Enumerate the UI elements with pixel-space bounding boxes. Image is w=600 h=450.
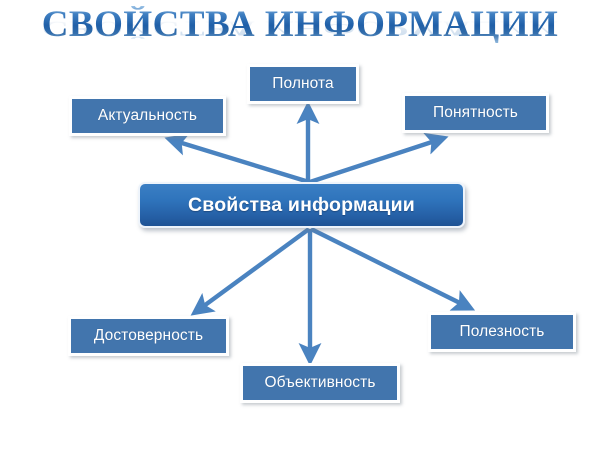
- arrow-hub-to-ponyatnost: [309, 132, 449, 185]
- arrow-hub-to-aktualnost: [164, 133, 310, 185]
- node-ponyatnost-label: Понятность: [433, 104, 518, 121]
- node-hub-svoystva-informacii[interactable]: Свойства информации: [138, 182, 465, 228]
- node-obektivnost[interactable]: Объективность: [240, 363, 400, 403]
- arrow-hub-to-dostovernost: [190, 227, 311, 316]
- node-hub-label: Свойства информации: [187, 193, 415, 216]
- arrow-hub-to-poleznost: [310, 227, 476, 311]
- node-poleznost[interactable]: Полезность: [428, 312, 576, 352]
- node-aktualnost-label: Актуальность: [97, 107, 198, 124]
- node-polnota-label: Полнота: [272, 75, 334, 92]
- node-obektivnost-label: Объективность: [264, 374, 376, 391]
- node-aktualnost[interactable]: Актуальность: [69, 96, 226, 136]
- node-dostovernost[interactable]: Достоверность: [68, 316, 229, 356]
- node-polnota[interactable]: Полнота: [247, 64, 359, 104]
- node-ponyatnost[interactable]: Понятность: [402, 93, 549, 133]
- node-dostovernost-label: Достоверность: [93, 327, 204, 344]
- node-poleznost-label: Полезность: [459, 323, 545, 340]
